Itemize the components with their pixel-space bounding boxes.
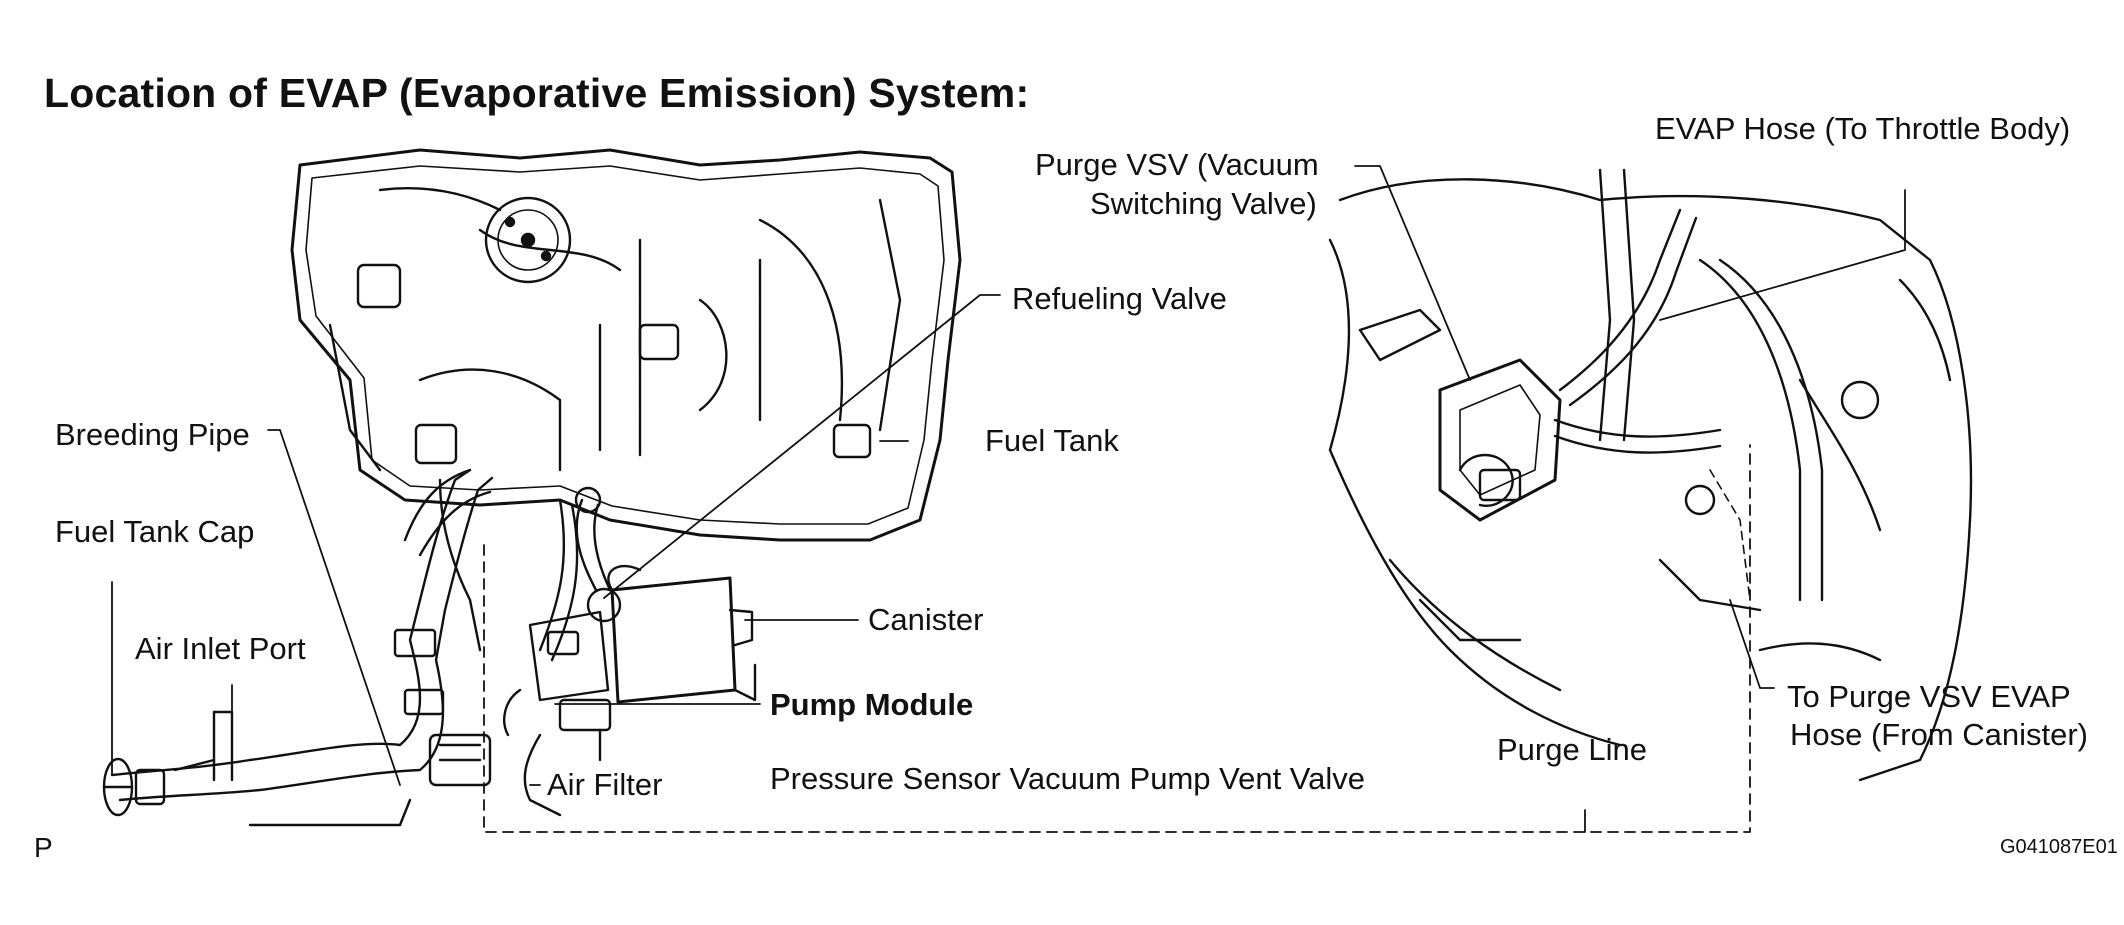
label-purge-vsv-1: Purge VSV (Vacuum [1035, 147, 1319, 182]
label-breeding-pipe: Breeding Pipe [55, 417, 250, 452]
label-purge-vsv-2: Switching Valve) [1090, 186, 1317, 221]
label-pump-module: Pump Module [770, 687, 974, 722]
corner-mark: P [34, 832, 53, 863]
canister-drawing [504, 488, 755, 815]
label-to-purge-vsv-2: Hose (From Canister) [1790, 717, 2088, 752]
label-to-purge-vsv-1: To Purge VSV EVAP [1787, 679, 2071, 714]
label-pump-components: Pressure Sensor Vacuum Pump Vent Valve [770, 761, 1366, 796]
label-purge-line: Purge Line [1497, 732, 1647, 767]
filler-pipe-drawing [104, 470, 577, 825]
diagram-title: Location of EVAP (Evaporative Emission) … [44, 70, 1030, 116]
label-evap-hose: EVAP Hose (To Throttle Body) [1655, 111, 2071, 146]
label-air-filter: Air Filter [547, 767, 663, 802]
label-air-inlet-port: Air Inlet Port [135, 631, 306, 666]
label-canister: Canister [868, 602, 984, 637]
label-refueling-valve: Refueling Valve [1012, 281, 1227, 316]
label-fuel-tank-cap: Fuel Tank Cap [55, 514, 255, 549]
label-fuel-tank: Fuel Tank [985, 423, 1119, 458]
leader-lines [112, 166, 1905, 832]
figure-code: G041087E01 [2000, 836, 2118, 858]
fuel-tank-drawing [292, 150, 960, 540]
